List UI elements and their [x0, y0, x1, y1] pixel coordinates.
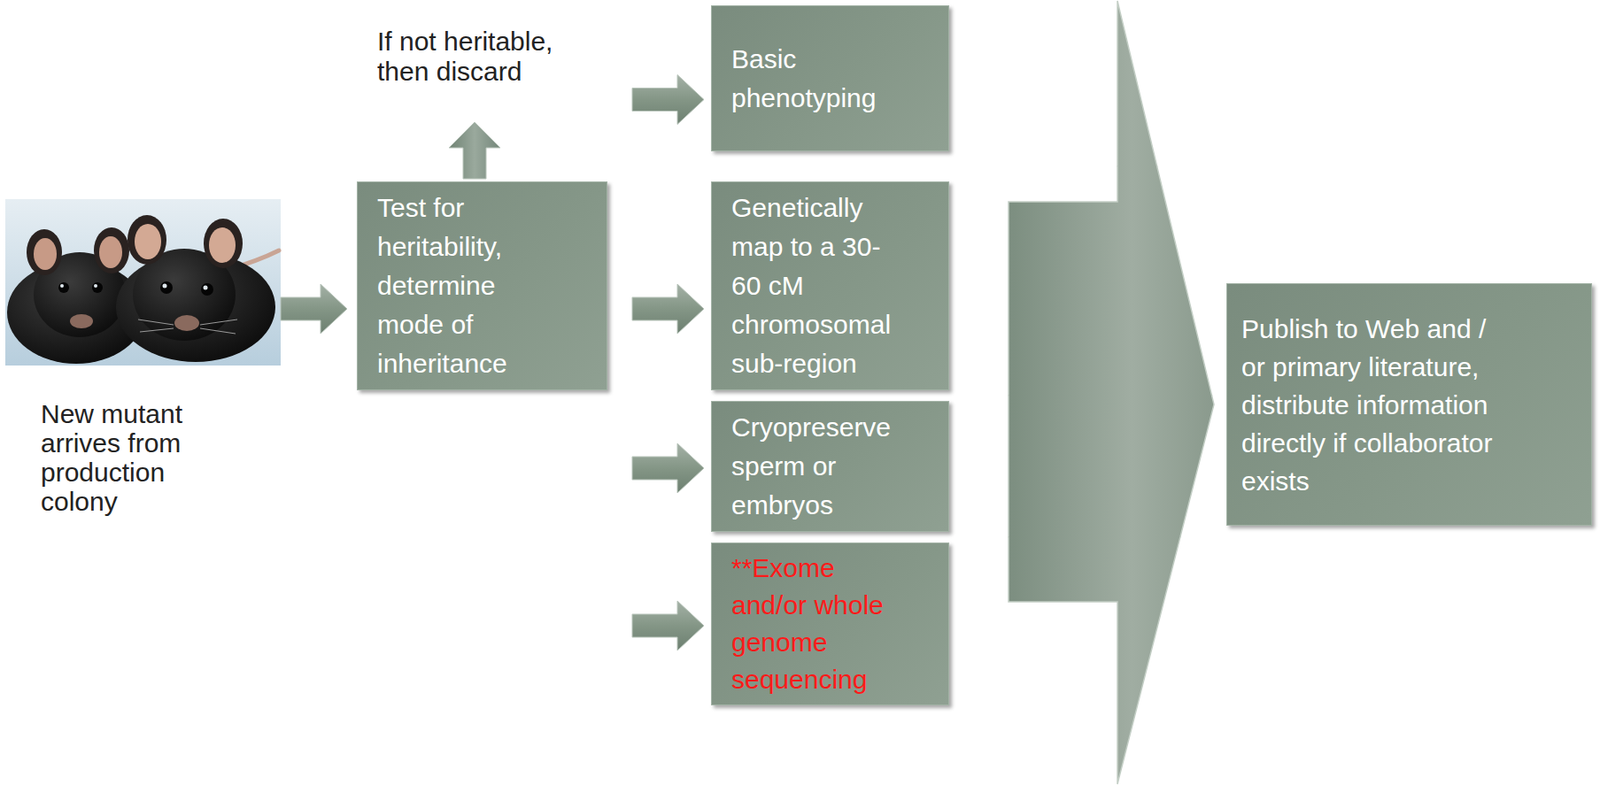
mouse-photo-part: [92, 282, 103, 294]
merge-chevron: [1008, 395, 1214, 539]
mouse-photo-part: [33, 238, 57, 271]
process-box: Test for heritability, determine mode of…: [356, 181, 608, 391]
discard-arrow: [448, 122, 501, 179]
mouse-photo-part: [162, 284, 168, 289]
block-arrow: [632, 601, 704, 651]
process-box: Cryopreserve sperm or embryos: [711, 401, 950, 533]
note-text: If not heritable, then discard: [377, 26, 572, 87]
mouse-photo-part: [160, 281, 173, 294]
process-box: **Exome and/or whole genome sequencing: [711, 542, 950, 706]
mouse-photo-part: [99, 236, 123, 269]
mouse-photo-part: [203, 285, 209, 291]
block-arrow: [632, 443, 704, 494]
photo-caption: New mutant arrives from production colon…: [40, 399, 218, 517]
box-text: **Exome and/or whole genome sequencing: [731, 549, 909, 699]
block-arrow: [280, 284, 348, 334]
mouse-photo-part: [203, 218, 243, 269]
merge-chevron: [1008, 166, 1214, 397]
merge-chevron: [1008, 0, 1214, 168]
mouse-photo-part: [5, 199, 281, 366]
box-text: Genetically map to a 30-60 cM chromosoma…: [731, 188, 909, 384]
box-text: Test for heritability, determine mode of…: [377, 188, 555, 384]
mouse-photo-part: [60, 284, 64, 288]
outcome-box: Publish to Web and / or primary literatu…: [1226, 283, 1593, 526]
mouse-photo-part: [200, 283, 214, 296]
mouse-photo: [5, 199, 281, 366]
block-arrow: [632, 75, 704, 125]
mouse-photo-part: [93, 284, 98, 288]
block-arrow: [632, 284, 704, 334]
mouse-photo-part: [127, 215, 167, 265]
mouse-photo-part: [26, 229, 62, 276]
box-text: Cryopreserve sperm or embryos: [731, 408, 909, 526]
box-text: Basic phenotyping: [731, 39, 909, 118]
mouse-photo-part: [174, 315, 200, 332]
mouse-photo-part: [208, 227, 236, 263]
merge-chevron: [1008, 537, 1214, 785]
process-box: Genetically map to a 30-60 cM chromosoma…: [711, 181, 950, 391]
mouse-photo-part: [138, 319, 238, 334]
mutant-photo-node: New mutant arrives from production colon…: [5, 199, 281, 366]
process-box: Basic phenotyping: [711, 5, 950, 152]
mouse-photo-part: [134, 224, 162, 260]
box-text: Publish to Web and / or primary literatu…: [1241, 309, 1508, 501]
mouse-photo-part: [69, 314, 93, 329]
mouse-photo-part: [58, 282, 70, 294]
mouse-photo-part: [93, 227, 130, 274]
